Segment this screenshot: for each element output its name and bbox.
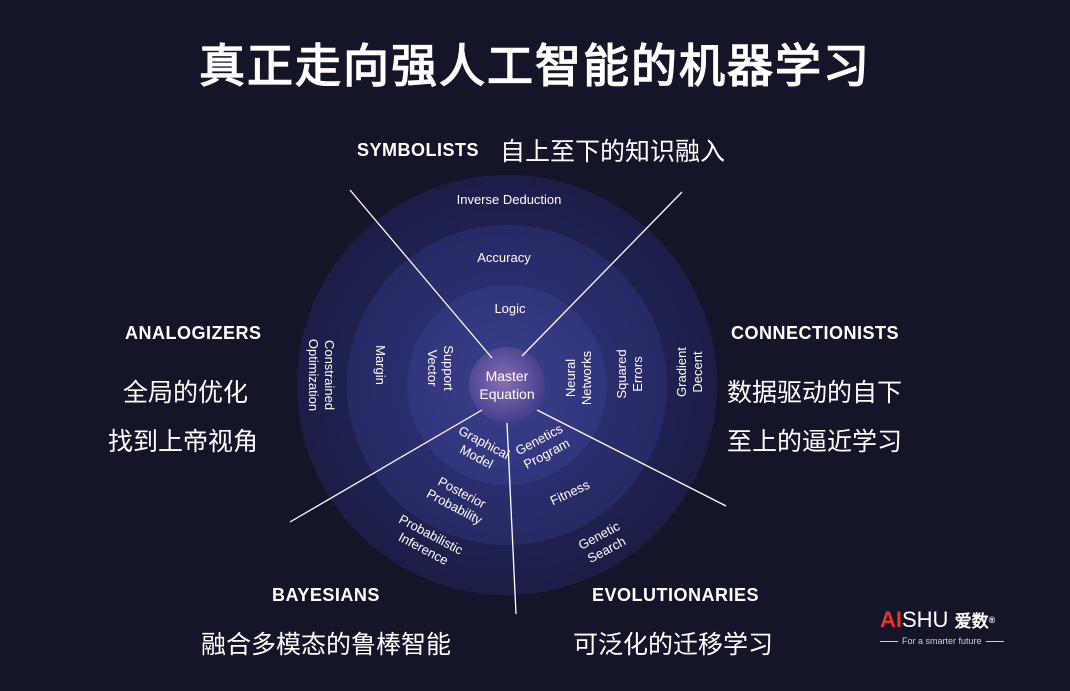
symbolists-inner-label: Logic [494, 301, 526, 316]
aishu-logo: AISHU 爱数® For a smarter future [880, 608, 1030, 646]
divider-line-sw [289, 409, 483, 523]
divider-line-ne [521, 191, 683, 357]
evolutionaries-heading: EVOLUTIONARIES [592, 585, 760, 605]
divider-line-se [536, 409, 727, 507]
bayesians-description: 融合多模态的鲁棒智能 [201, 630, 452, 659]
analogizers-description-line1: 全局的优化 [123, 378, 249, 407]
analogizers-inner-label-2: Vector [425, 350, 440, 388]
connectionists-outer-label-2: Decent [690, 351, 705, 393]
evolutionaries-description: 可泛化的迁移学习 [573, 630, 774, 659]
logo-tagline: For a smarter future [880, 636, 1030, 646]
logo-chinese-text: 爱数 [954, 612, 989, 631]
analogizers-outer-label-2: Optimization [306, 339, 321, 411]
bayesians-heading: BAYESIANS [272, 585, 380, 605]
symbolists-heading: SYMBOLISTS [357, 140, 480, 160]
connectionists-inner-label-1: Neural [563, 359, 578, 397]
logo-registered-mark: ® [988, 615, 996, 625]
divider-line-s [506, 422, 517, 615]
page-title: 真正走向强人工智能的机器学习 [199, 39, 871, 93]
divider-line-nw [349, 189, 493, 359]
connectionists-heading: CONNECTIONISTS [731, 323, 900, 343]
analogizers-middle-label: Margin [373, 345, 388, 385]
logo-tagline-text: For a smarter future [902, 636, 982, 646]
connectionists-middle-label-2: Errors [630, 356, 645, 392]
symbolists-description: 自上至下的知识融入 [500, 137, 726, 166]
logo-shu-text: SHU [902, 607, 949, 632]
center-label-line1: Master [486, 368, 529, 384]
tagline-divider-left [880, 640, 898, 642]
tagline-divider-right [985, 640, 1004, 642]
analogizers-description-line2: 找到上帝视角 [108, 427, 259, 456]
analogizers-outer-label-1: Constrained [322, 340, 337, 410]
connectionists-outer-label-1: Gradient [674, 347, 689, 397]
logo-ai-text: AI [880, 607, 902, 632]
connectionists-inner-label-2: Networks [579, 350, 594, 405]
symbolists-middle-label: Accuracy [477, 250, 531, 265]
analogizers-inner-label-1: Support [441, 345, 456, 391]
center-label-line2: Equation [479, 386, 534, 402]
connectionists-description-line2: 至上的逼近学习 [727, 427, 903, 456]
analogizers-heading: ANALOGIZERS [125, 323, 262, 343]
connectionists-description-line1: 数据驱动的自下 [727, 378, 903, 407]
center-circle [469, 347, 545, 423]
connectionists-middle-label-1: Squared [614, 349, 629, 398]
symbolists-outer-label: Inverse Deduction [457, 192, 562, 207]
